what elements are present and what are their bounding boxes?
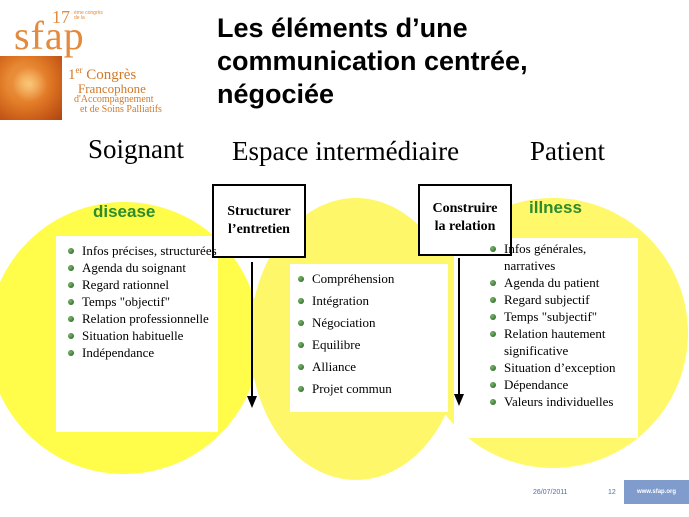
box-soignant <box>56 236 218 432</box>
list-item: Infos précises, structurées <box>66 242 218 259</box>
list-item: Temps "subjectif" <box>488 308 638 325</box>
frame-structurer: Structurer l’entretien <box>212 184 306 258</box>
frame-structurer-line2: l’entretien <box>228 222 290 237</box>
arrow-down-icon <box>247 396 257 408</box>
list-item: Négociation <box>296 314 446 331</box>
frame-construire: Construire la relation <box>418 184 512 256</box>
heading-espace-intermediaire: Espace intermédiaire <box>232 136 460 166</box>
list-item: Situation habituelle <box>66 327 218 344</box>
list-item: Equilibre <box>296 336 446 353</box>
logo-image <box>0 56 62 120</box>
list-item: Temps "objectif" <box>66 293 218 310</box>
list-item: Infos générales, narratives <box>488 240 638 274</box>
frame-structurer-line1: Structurer <box>227 204 291 219</box>
frame-construire-line1: Construire <box>432 201 498 216</box>
arrow-left-shaft <box>251 262 253 398</box>
arrow-down-icon <box>454 394 464 406</box>
congres-line3: d'Accompagnement <box>74 94 154 105</box>
frame-construire-line2: la relation <box>434 219 496 234</box>
list-item: Indépendance <box>66 344 218 361</box>
list-item: Valeurs individuelles <box>488 393 638 410</box>
heading-soignant: Soignant <box>88 134 185 164</box>
logo-brand: sfap <box>14 13 85 58</box>
list-item: Relation professionnelle <box>66 310 218 327</box>
list-item: Compréhension <box>296 270 446 287</box>
list-soignant: Infos précises, structurées Agenda du so… <box>66 242 218 361</box>
list-espace: Compréhension Intégration Négociation Eq… <box>296 270 446 402</box>
footer-page-number: 12 <box>608 489 616 496</box>
title-line2: communication centrée, <box>217 46 528 76</box>
title-line3: négociée <box>217 79 335 109</box>
list-item: Agenda du soignant <box>66 259 218 276</box>
congres-ordinal-sup: er <box>75 65 83 75</box>
footer-site-link[interactable]: www.sfap.org <box>624 480 689 504</box>
list-item: Dépendance <box>488 376 638 393</box>
list-item: Agenda du patient <box>488 274 638 291</box>
label-illness: illness <box>529 198 582 217</box>
congres-line2: Francophone <box>78 81 146 96</box>
list-item: Situation d’exception <box>488 359 638 376</box>
heading-patient: Patient <box>530 136 605 166</box>
logo-number: 17 <box>52 7 70 27</box>
box-espace <box>290 264 448 412</box>
slide-title: Les éléments d’une communication centrée… <box>217 12 637 111</box>
list-item: Alliance <box>296 358 446 375</box>
congres-line1: Congrès <box>82 67 137 83</box>
list-item: Relation hautement significative <box>488 325 638 359</box>
congres-ordinal: 1 <box>68 67 76 83</box>
list-item: Intégration <box>296 292 446 309</box>
arrow-right-shaft <box>458 258 460 396</box>
list-item: Regard rationnel <box>66 276 218 293</box>
footer-date: 26/07/2011 <box>533 489 568 496</box>
list-item: Projet commun <box>296 380 446 397</box>
list-item: Regard subjectif <box>488 291 638 308</box>
box-patient <box>454 238 638 438</box>
congres-text: 1er Congrès Francophone d'Accompagnement… <box>68 64 162 115</box>
title-line1: Les éléments d’une <box>217 13 468 43</box>
list-patient: Infos générales, narratives Agenda du pa… <box>488 240 638 410</box>
logo-number-subtext: ème congrès de la <box>74 10 103 21</box>
label-disease: disease <box>93 202 156 221</box>
congres-line4: et de Soins Palliatifs <box>80 104 162 115</box>
